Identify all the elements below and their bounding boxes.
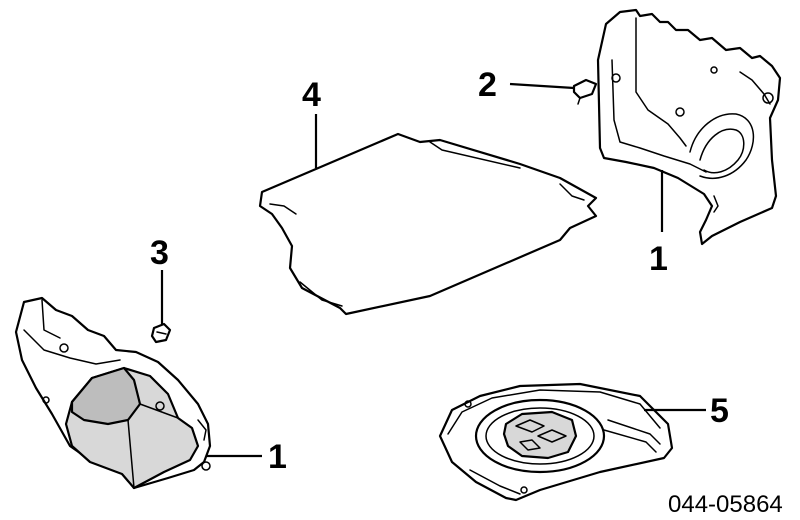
trim-clip-part[interactable] bbox=[572, 78, 598, 105]
left-trunk-side-trim-part[interactable] bbox=[14, 296, 212, 490]
screw-part[interactable] bbox=[150, 322, 172, 344]
right-trunk-side-trim-part[interactable] bbox=[596, 8, 782, 246]
trunk-mat-callout: 4 bbox=[302, 76, 321, 114]
left-trim-callout: 1 bbox=[268, 438, 287, 476]
spare-tire-cover-part[interactable] bbox=[438, 382, 674, 502]
trunk-mat-part[interactable] bbox=[258, 132, 598, 316]
clip-leader bbox=[509, 82, 575, 90]
diagram-code: 044-05864 bbox=[668, 491, 783, 518]
screw-callout: 3 bbox=[150, 234, 169, 272]
clip-callout: 2 bbox=[478, 66, 497, 104]
spare-tire-cover-callout: 5 bbox=[710, 392, 729, 430]
right-trim-callout: 1 bbox=[649, 240, 668, 278]
